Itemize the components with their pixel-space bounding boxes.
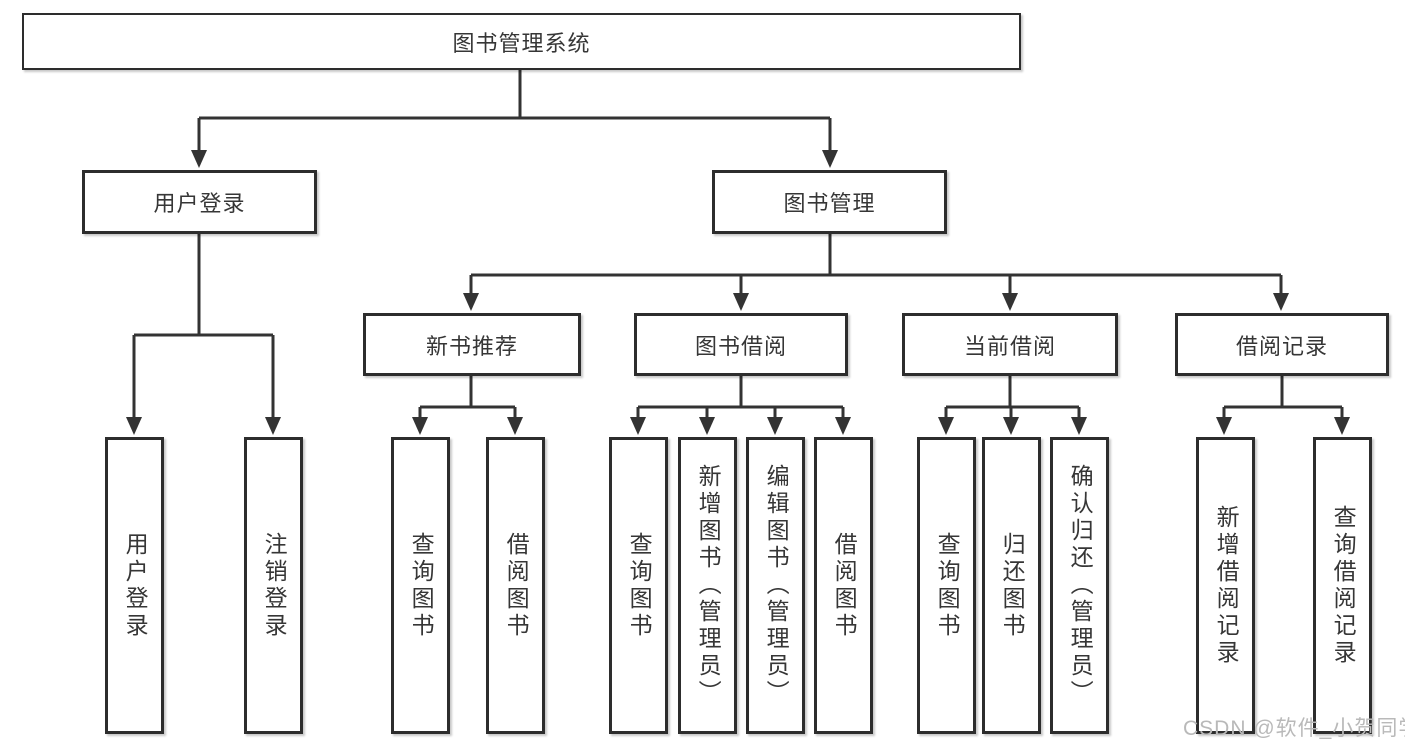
node-root-label: 图书管理系统 [452,30,591,56]
leaf-confirm-return-admin-label: 确认归还（管理员） [1067,464,1094,707]
node-new-book-recommend: 新书推荐 [363,313,581,376]
arrow-down-icon [507,417,523,435]
edge-borrowing-to-leaves [636,376,845,419]
arrow-down-icon [265,417,281,435]
arrow-down-icon [822,150,838,168]
node-new-book-recommend-label: 新书推荐 [425,333,518,359]
edge-root-to-level2 [197,69,832,152]
edge-userlogin-to-leaves [132,234,275,419]
arrow-down-icon [1334,417,1350,435]
leaf-add-books-admin-label: 新增图书（管理员） [695,464,722,707]
arrow-down-icon [767,417,783,435]
node-borrowing-records: 借阅记录 [1175,313,1389,376]
leaf-query-books-new: 查询图书 [391,437,450,734]
leaf-user-login: 用户登录 [105,437,164,734]
arrow-down-icon [733,293,749,311]
node-root-system: 图书管理系统 [22,13,1021,70]
edge-records-to-leaves [1222,376,1344,419]
arrow-down-icon [630,417,646,435]
edge-newbooks-to-leaves [418,376,517,419]
arrow-down-icon [1273,293,1289,311]
arrow-down-icon [1002,293,1018,311]
arrow-down-icon [126,417,142,435]
leaf-query-borrow-record-label: 查询借阅记录 [1330,504,1357,667]
leaf-logout-login: 注销登录 [244,437,303,734]
node-user-login: 用户登录 [82,170,317,234]
node-borrowing-records-label: 借阅记录 [1235,333,1328,359]
leaf-user-login-label: 用户登录 [122,531,149,640]
edge-bookmgmt-to-level3 [469,234,1283,295]
arrow-down-icon [938,417,954,435]
leaf-add-borrow-record-label: 新增借阅记录 [1213,504,1240,667]
node-current-borrowing-label: 当前借阅 [963,333,1056,359]
arrow-down-icon [463,293,479,311]
leaf-return-books: 归还图书 [982,437,1041,734]
leaf-add-borrow-record: 新增借阅记录 [1196,437,1255,734]
leaf-confirm-return-admin: 确认归还（管理员） [1050,437,1109,734]
leaf-logout-login-label: 注销登录 [261,531,288,640]
leaf-borrow-books-borrowing-label: 借阅图书 [831,531,858,640]
edge-current-to-leaves [944,376,1081,419]
arrow-down-icon [1003,417,1019,435]
leaf-borrow-books-new: 借阅图书 [486,437,545,734]
leaf-query-books-borrowing-label: 查询图书 [626,531,653,640]
leaf-borrow-books-borrowing: 借阅图书 [814,437,873,734]
leaf-add-books-admin: 新增图书（管理员） [678,437,737,734]
csdn-watermark: CSDN @软件_小贺同学 [1183,717,1405,740]
leaf-query-books-current-label: 查询图书 [934,531,961,640]
leaf-query-borrow-record: 查询借阅记录 [1313,437,1372,734]
leaf-query-books-current: 查询图书 [917,437,976,734]
arrow-down-icon [699,417,715,435]
leaf-borrow-books-new-label: 借阅图书 [503,531,530,640]
leaf-return-books-label: 归还图书 [999,531,1026,640]
arrowhead-icons [126,150,1350,435]
node-book-management: 图书管理 [712,170,947,234]
arrow-down-icon [1071,417,1087,435]
leaf-edit-books-admin: 编辑图书（管理员） [746,437,805,734]
tree-edges [132,69,1344,419]
arrow-down-icon [835,417,851,435]
leaf-query-books-borrowing: 查询图书 [609,437,668,734]
node-current-borrowing: 当前借阅 [902,313,1118,376]
arrow-down-icon [191,150,207,168]
node-book-management-label: 图书管理 [783,191,876,216]
node-book-borrowing: 图书借阅 [634,313,848,376]
arrow-down-icon [1216,417,1232,435]
node-user-login-label: 用户登录 [153,191,246,216]
leaf-edit-books-admin-label: 编辑图书（管理员） [763,464,790,707]
leaf-query-books-new-label: 查询图书 [408,531,435,640]
arrow-down-icon [412,417,428,435]
node-book-borrowing-label: 图书借阅 [694,333,787,359]
